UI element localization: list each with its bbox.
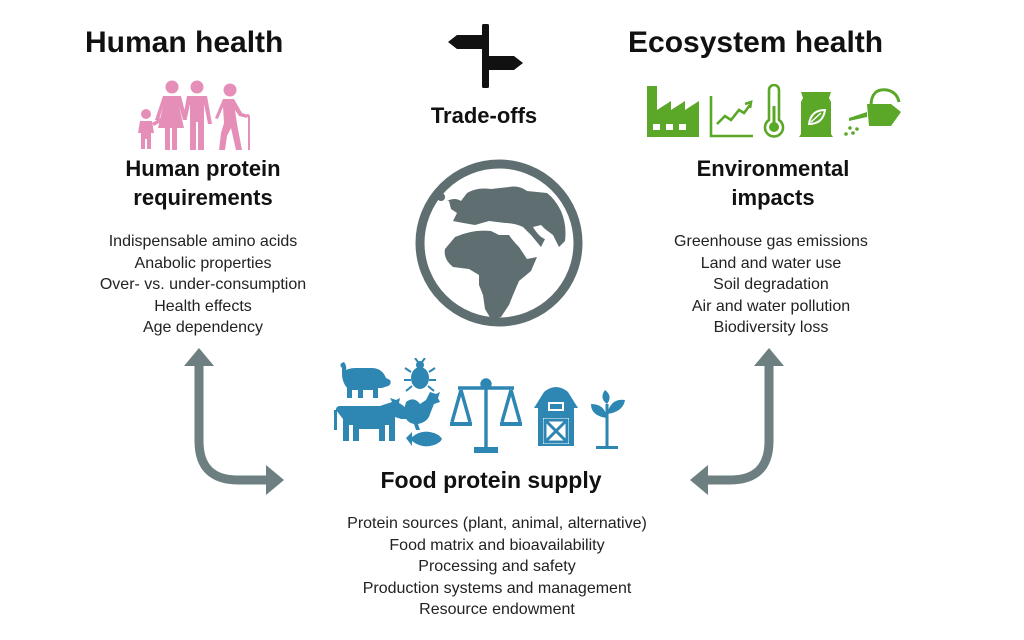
eco-subtitle-line1: Environmental (696, 156, 850, 181)
food-icons (334, 358, 634, 458)
list-item: Over- vs. under-consumption (99, 276, 307, 293)
rising-chart-icon (709, 96, 753, 138)
food-protein-supply-heading: Food protein supply (380, 467, 602, 493)
barn-icon (534, 387, 578, 446)
list-item: Health effects (154, 297, 252, 315)
fertilizer-bag-icon (799, 92, 833, 137)
environmental-impacts-heading: Environmental impacts (697, 154, 850, 212)
list-item: Anabolic properties (134, 254, 272, 272)
human-requirements-list: Indispensable amino acids Anabolic prope… (53, 231, 353, 339)
human-subtitle-line1: Human protein (125, 156, 281, 181)
list-item: Resource endowment (419, 601, 575, 618)
list-item: Biodiversity loss (713, 319, 829, 336)
human-health-title: Human health (85, 26, 284, 59)
list-item: Greenhouse gas emissions (674, 233, 868, 250)
beetle-icon (404, 358, 436, 392)
cow-icon (334, 398, 409, 441)
fish-icon (406, 431, 442, 447)
list-item: Production systems and management (362, 579, 632, 597)
list-item: Age dependency (142, 319, 264, 336)
family-icon (133, 80, 255, 150)
signpost-icon (446, 22, 528, 90)
chicken-icon (404, 392, 440, 430)
list-item: Processing and safety (418, 558, 576, 575)
list-item: Protein sources (plant, animal, alternat… (347, 515, 647, 532)
ecosystem-icons (645, 84, 907, 140)
globe-icon (413, 157, 585, 329)
environmental-impacts-list: Greenhouse gas emissions Land and water … (621, 231, 921, 339)
thermometer-icon (763, 84, 785, 138)
watering-can-icon (844, 88, 901, 136)
trade-offs-label: Trade-offs (430, 103, 538, 128)
factory-icon (647, 86, 699, 137)
plant-icon (591, 390, 625, 449)
food-protein-supply-list: Protein sources (plant, animal, alternat… (287, 513, 707, 621)
list-item: Food matrix and bioavailability (389, 536, 605, 554)
human-subtitle-line2: requirements (133, 185, 273, 210)
pig-icon (340, 362, 391, 398)
scale-icon (450, 378, 522, 453)
human-protein-requirements-heading: Human protein requirements (125, 154, 280, 212)
right-bidirectional-arrow-icon (688, 346, 788, 496)
left-bidirectional-arrow-icon (180, 346, 290, 496)
list-item: Land and water use (700, 254, 842, 272)
ecosystem-health-title: Ecosystem health (628, 26, 884, 59)
list-item: Indispensable amino acids (108, 233, 298, 250)
list-item: Air and water pollution (691, 297, 851, 315)
list-item: Soil degradation (713, 276, 829, 293)
eco-subtitle-line2: impacts (731, 185, 815, 210)
